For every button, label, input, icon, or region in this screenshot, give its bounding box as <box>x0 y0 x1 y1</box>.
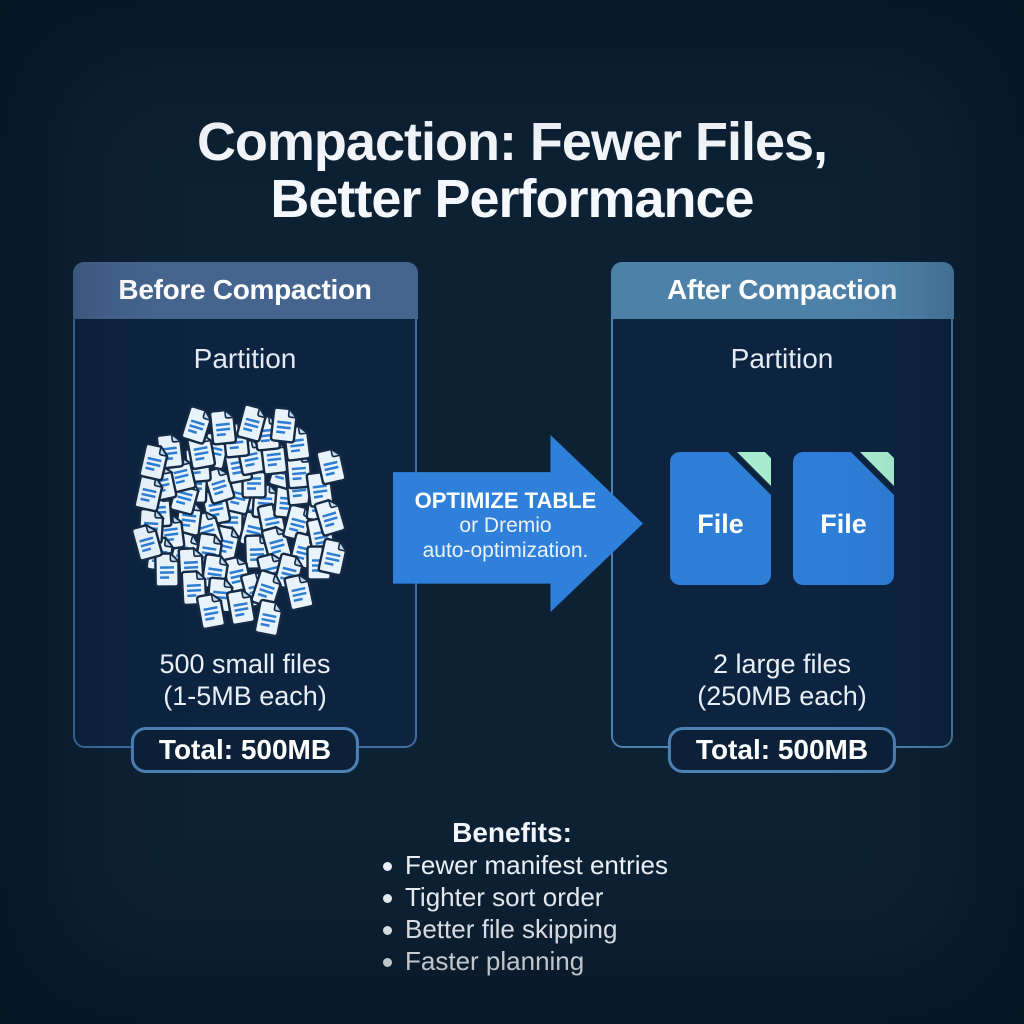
benefits-heading: Benefits: <box>452 817 572 848</box>
small-file-icon <box>135 440 173 484</box>
small-file-icon <box>251 597 288 640</box>
after-compaction-panel: After Compaction Partition File File 2 l… <box>610 261 954 773</box>
arrow-caption-line1: OPTIMIZE TABLE <box>414 488 597 513</box>
after-total-badge: Total: 500MB <box>667 727 897 773</box>
small-file-icon <box>177 402 217 447</box>
benefit-item: Faster planning <box>383 945 668 977</box>
after-total-label: Total: 500MB <box>695 734 869 765</box>
before-files-count: 500 small files <box>159 649 331 679</box>
before-compaction-panel: Before Compaction Partition 500 small fi… <box>72 261 418 773</box>
large-file-icon: File <box>793 451 895 585</box>
small-file-icon <box>312 444 350 488</box>
after-files-caption: 2 large files (250MB each) <box>613 648 951 712</box>
small-file-icon <box>192 589 228 632</box>
bullet-icon <box>383 894 392 903</box>
small-file-icon <box>127 520 166 565</box>
large-file-icon: File <box>670 451 772 585</box>
large-file-label: File <box>697 509 744 539</box>
benefit-item-label: Better file skipping <box>405 914 618 944</box>
arrow-caption-line3: auto-optimization. <box>422 539 589 562</box>
before-partition-label: Partition <box>193 343 297 374</box>
after-panel-header-label: After Compaction <box>666 274 898 305</box>
small-file-icon <box>267 404 301 445</box>
benefit-item-label: Tighter sort order <box>405 882 604 912</box>
after-files-size: (250MB each) <box>697 681 867 711</box>
large-file-label: File <box>820 509 867 539</box>
large-files-group: File File <box>613 451 951 585</box>
before-panel-header: Before Compaction <box>72 261 418 319</box>
page-title: Compaction: Fewer Files, Better Performa… <box>0 114 1024 228</box>
benefit-item: Better file skipping <box>383 913 668 945</box>
small-file-icon <box>280 570 318 614</box>
page-title-line1: Compaction: Fewer Files, <box>196 112 828 173</box>
benefit-item: Fewer manifest entries <box>383 849 668 881</box>
small-file-icon <box>223 586 259 629</box>
right-arrow-icon: OPTIMIZE TABLE or Dremio auto-optimizati… <box>393 435 643 612</box>
after-partition-label: Partition <box>730 343 834 374</box>
before-files-caption: 500 small files (1-5MB each) <box>75 648 415 712</box>
small-file-icon <box>152 551 182 589</box>
arrow-caption: OPTIMIZE TABLE or Dremio auto-optimizati… <box>393 488 618 563</box>
small-file-icon <box>207 406 241 447</box>
arrow-caption-line2: or Dremio <box>459 514 552 537</box>
before-files-size: (1-5MB each) <box>163 681 327 711</box>
benefit-item-label: Faster planning <box>405 946 585 976</box>
page-title-line2: Better Performance <box>270 169 754 230</box>
benefit-item: Tighter sort order <box>383 881 668 913</box>
after-files-count: 2 large files <box>712 649 852 679</box>
small-file-icon <box>310 494 350 539</box>
small-file-icon <box>233 401 272 445</box>
small-files-cluster <box>75 264 415 746</box>
after-panel-header: After Compaction <box>610 261 954 319</box>
bullet-icon <box>383 862 392 871</box>
benefit-item-label: Fewer manifest entries <box>405 850 668 880</box>
bullet-icon <box>383 958 392 967</box>
bullet-icon <box>383 926 392 935</box>
before-panel-header-label: Before Compaction <box>118 274 372 305</box>
before-total-label: Total: 500MB <box>158 734 332 765</box>
before-total-badge: Total: 500MB <box>130 727 360 773</box>
small-file-icon <box>315 535 352 579</box>
small-file-icon <box>247 566 287 611</box>
